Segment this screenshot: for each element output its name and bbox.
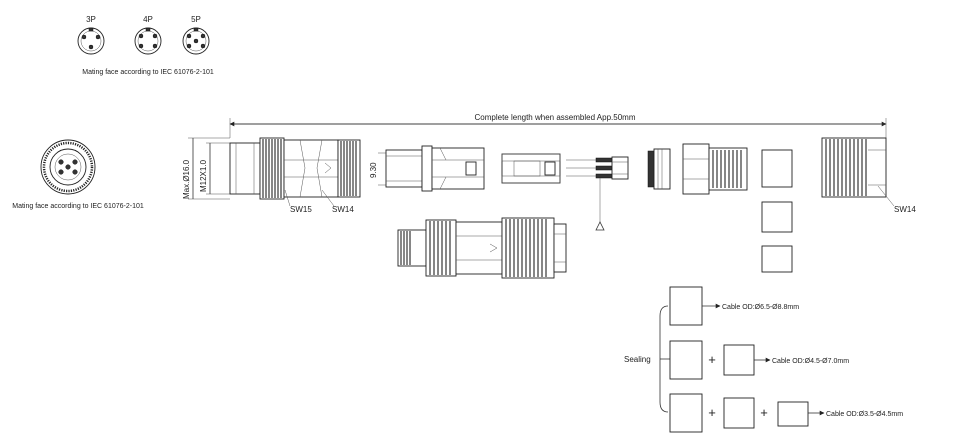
complete-length-label: Complete length when assembled App.50mm — [475, 113, 636, 122]
sealing-option-1-text: Cable OD:Ø6.5-Ø8.8mm — [722, 304, 799, 311]
vertical-dimensions: Max.Ø16.0 M12X1.0 — [182, 137, 230, 200]
pin-dia-label: 9.30 — [369, 162, 378, 178]
pin-face-4p: 4P — [134, 15, 162, 55]
pin-label-3p: 3P — [86, 15, 96, 24]
mating-face-caption-left: Mating face according to IEC 61076-2-101 — [12, 203, 144, 210]
coupling-nut-body — [229, 137, 361, 200]
sealing-option-2-text: Cable OD:Ø4.5-Ø7.0mm — [772, 358, 849, 365]
sealing-label: Sealing — [624, 355, 651, 364]
sw14-nut-label: SW14 — [894, 205, 916, 214]
pin-variants: 3P 4P 5P Mat — [77, 15, 214, 76]
complete-length-dimension: Complete length when assembled App.50mm — [229, 113, 887, 138]
sw14-body-label: SW14 — [332, 205, 354, 214]
sealing-option-1: Cable OD:Ø6.5-Ø8.8mm — [669, 286, 799, 326]
wire-contacts — [566, 156, 629, 231]
pressure-nut: SW14 — [821, 137, 916, 214]
sealing-options: Sealing Cable OD:Ø6.5-Ø8.8mm + Cable OD:… — [624, 286, 903, 433]
gasket-ring — [647, 148, 671, 190]
pin-face-5p: 5P — [182, 15, 210, 55]
sealing-option-3: + + Cable OD:Ø3.5-Ø4.5mm — [669, 393, 903, 433]
max-diameter-label: Max.Ø16.0 — [182, 159, 191, 199]
mating-face-caption-top: Mating face according to IEC 61076-2-101 — [82, 69, 214, 76]
assembled-connector — [397, 217, 567, 279]
plus-sign-2: + — [708, 405, 716, 420]
pin-label-5p: 5P — [191, 15, 201, 24]
sealing-option-2: + Cable OD:Ø4.5-Ø7.0mm — [669, 340, 849, 380]
plus-sign-3: + — [760, 405, 768, 420]
pin-insert: 9.30 — [369, 145, 485, 192]
sealing-inserts-stack — [761, 149, 793, 273]
pin-face-3p: 3P — [77, 15, 105, 55]
thread-label: M12X1.0 — [199, 159, 208, 192]
pin-label-4p: 4P — [143, 15, 153, 24]
sw15-label: SW15 — [290, 205, 312, 214]
mating-face-left: Mating face according to IEC 61076-2-101 — [12, 139, 144, 210]
wrench-size-labels: SW15 SW14 — [284, 189, 354, 214]
contact-carrier — [501, 153, 561, 184]
sealing-option-3-text: Cable OD:Ø3.5-Ø4.5mm — [826, 411, 903, 418]
plus-sign-1: + — [708, 352, 716, 367]
clamp-cage — [682, 143, 748, 195]
